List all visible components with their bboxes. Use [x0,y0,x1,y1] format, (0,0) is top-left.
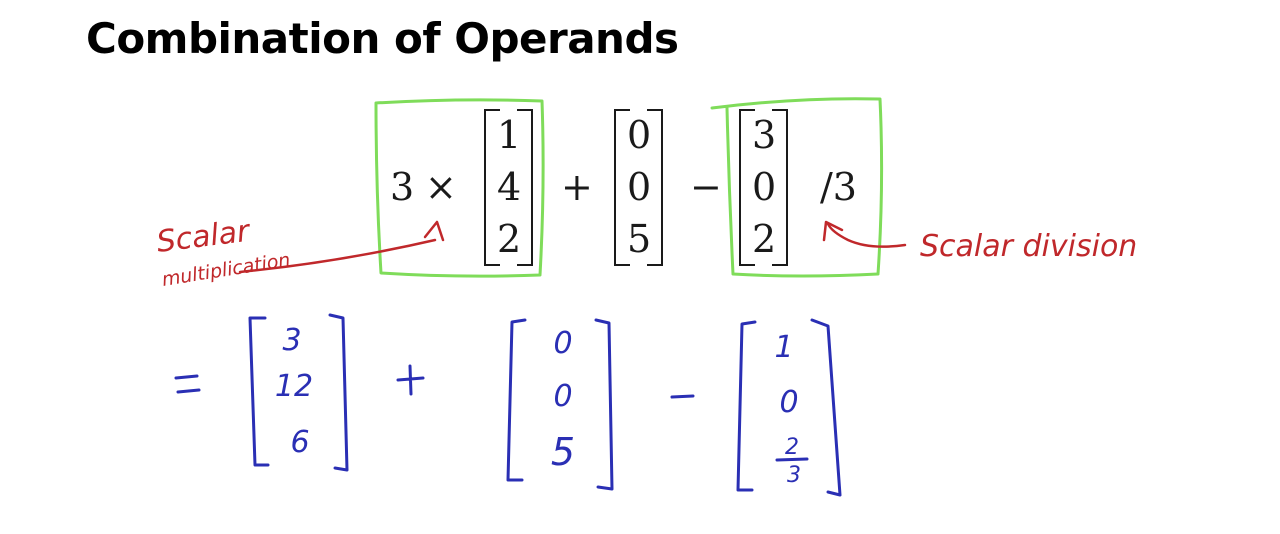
vector-entry: 1 [774,330,793,365]
vector-entry: 6 [290,425,309,460]
vector-entry: 0 [553,379,572,414]
handwritten-result [174,313,842,497]
vector-entry: 3 [752,113,776,157]
plus-operator: + [561,165,593,209]
typeset-expression: 3 × 1 4 2 + 0 0 5 − 3 0 2 /3 [390,109,857,266]
vector-entry: 0 [627,165,651,209]
left-bracket [484,109,500,266]
equals-sign [174,374,201,394]
fraction-denominator: 3 [787,463,801,488]
right-bracket [810,318,842,497]
vector-entry: 3 [282,323,301,358]
arrow-line [826,222,907,248]
right-bracket [647,109,663,266]
fraction-bar [775,457,809,462]
arrow-head [423,220,445,242]
minus-operator: − [690,165,722,209]
vector-entry: 4 [497,165,521,209]
right-bracket [594,318,614,491]
left-bracket [736,320,757,492]
fraction-numerator: 2 [785,435,799,460]
minus-sign [670,394,695,399]
vector-entry: 2 [752,217,776,261]
scalar-multiplication-box [374,98,545,278]
vector-entry: 0 [779,385,798,420]
right-bracket [772,109,788,266]
vector-entry: 5 [627,217,651,261]
divisor: /3 [820,165,857,209]
handwritten-entries: 3 12 6 0 0 5 1 0 2 3 [275,323,801,488]
scalar-multiplier: 3 [390,165,414,209]
vector-entry: 2 [497,217,521,261]
vector-entry: 5 [551,430,575,474]
highlight-boxes [374,97,884,278]
annotation-scalar-left: Scalar [155,214,253,260]
plus-sign [396,364,425,396]
right-bracket [517,109,533,266]
left-bracket [248,316,270,467]
vector-entry: 0 [627,113,651,157]
vector-entry: 0 [553,326,572,361]
left-bracket [739,109,755,266]
left-bracket [614,109,630,266]
arrow-line [238,238,437,274]
vector-entry: 0 [752,165,776,209]
annotation-scalar-division: Scalar division [920,229,1137,264]
vector-entry: 12 [275,369,313,404]
right-bracket [328,313,349,472]
vector-entry: 1 [497,113,521,157]
left-bracket [506,318,527,482]
slide-title: Combination of Operands [86,14,679,63]
scalar-division-box [710,97,884,278]
times-operator: × [425,165,457,209]
arrow-head [822,220,844,242]
